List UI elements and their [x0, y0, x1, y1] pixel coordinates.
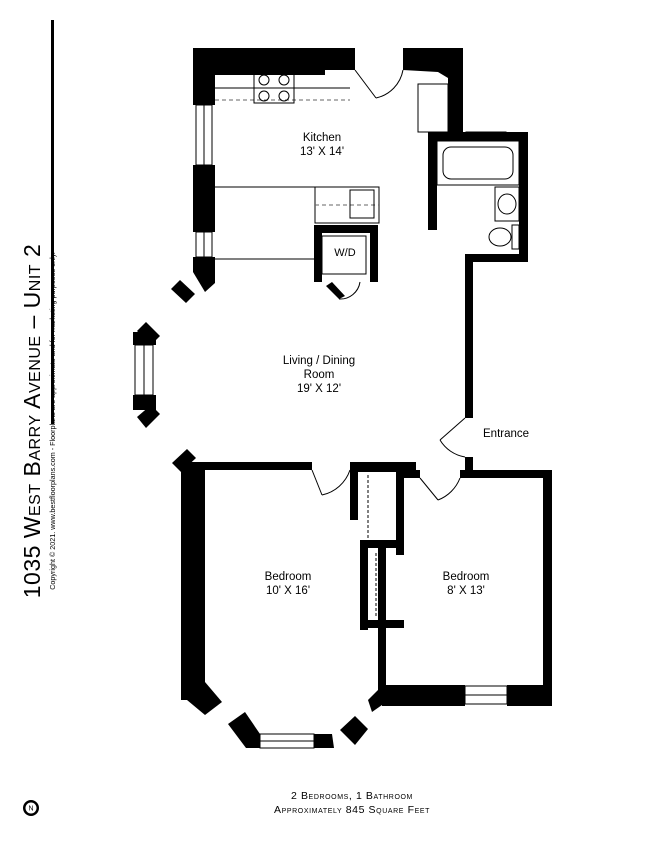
living-dining-label: Living / Dining Room 19' X 12' [283, 354, 355, 396]
north-compass-icon: N [23, 800, 39, 816]
plan-summary: 2 Bedrooms, 1 Bathroom Approximately 845… [274, 789, 430, 817]
living-name-line1: Living / Dining [282, 355, 356, 367]
bedroom2-label: Bedroom 8' X 13' [443, 570, 490, 598]
summary-rooms: 2 Bedrooms, 1 Bathroom [291, 790, 413, 802]
bedroom1-size: 10' X 16' [265, 585, 311, 597]
kitchen-size: 13' X 14' [299, 146, 345, 158]
interior-lines [215, 69, 520, 618]
kitchen-label: Kitchen 13' X 14' [300, 131, 344, 159]
bedroom1-label: Bedroom 10' X 16' [265, 570, 312, 598]
entrance-label: Entrance [483, 428, 530, 440]
summary-area: Approximately 845 Square Feet [273, 804, 431, 816]
windows [134, 104, 508, 749]
compass-letter: N [28, 806, 33, 813]
washer-dryer-label: W/D [334, 247, 356, 259]
bedroom1-name: Bedroom [264, 571, 312, 583]
living-size: 19' X 12' [296, 383, 342, 395]
bedroom2-size: 8' X 13' [447, 585, 485, 597]
range-icon [253, 72, 295, 104]
living-name-line2: Room [303, 369, 335, 381]
kitchen-name: Kitchen [302, 132, 342, 144]
bedroom2-name: Bedroom [442, 571, 490, 583]
title-rule [51, 20, 54, 424]
exterior-walls [133, 48, 552, 748]
